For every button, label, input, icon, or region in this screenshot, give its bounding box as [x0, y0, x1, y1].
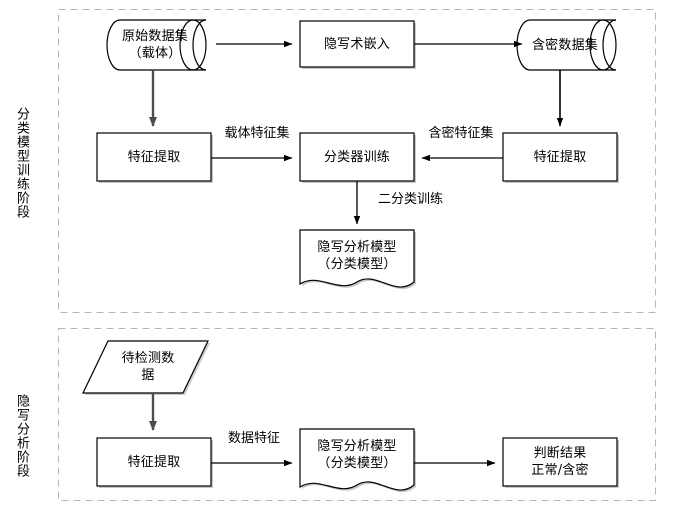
node-feature-extract-bottom — [96, 437, 213, 488]
node-steganalysis-model-top — [299, 229, 416, 290]
node-original-dataset — [106, 19, 207, 71]
node-classifier-train — [299, 132, 416, 183]
node-detect-data — [82, 340, 210, 395]
node-stego-dataset — [516, 19, 617, 71]
edge-label-binary-training: 二分类训练 — [378, 192, 444, 207]
edge-label-data-features: 数据特征 — [227, 431, 280, 446]
node-stego-embed — [299, 20, 416, 69]
node-feature-extract-right — [502, 132, 619, 183]
stage-label-analysis: 隐写分析阶段 — [14, 394, 29, 478]
node-result — [502, 437, 619, 488]
panel-training-stage — [58, 9, 656, 313]
edge-label-stego-features: 含密特征集 — [428, 126, 494, 141]
node-feature-extract-left — [96, 132, 213, 183]
panel-analysis-stage — [58, 328, 656, 501]
stage-label-training: 分类模型训练阶段 — [14, 107, 29, 219]
edge-label-carrier-features: 载体特征集 — [224, 126, 290, 141]
node-steganalysis-model-bottom — [299, 428, 416, 493]
